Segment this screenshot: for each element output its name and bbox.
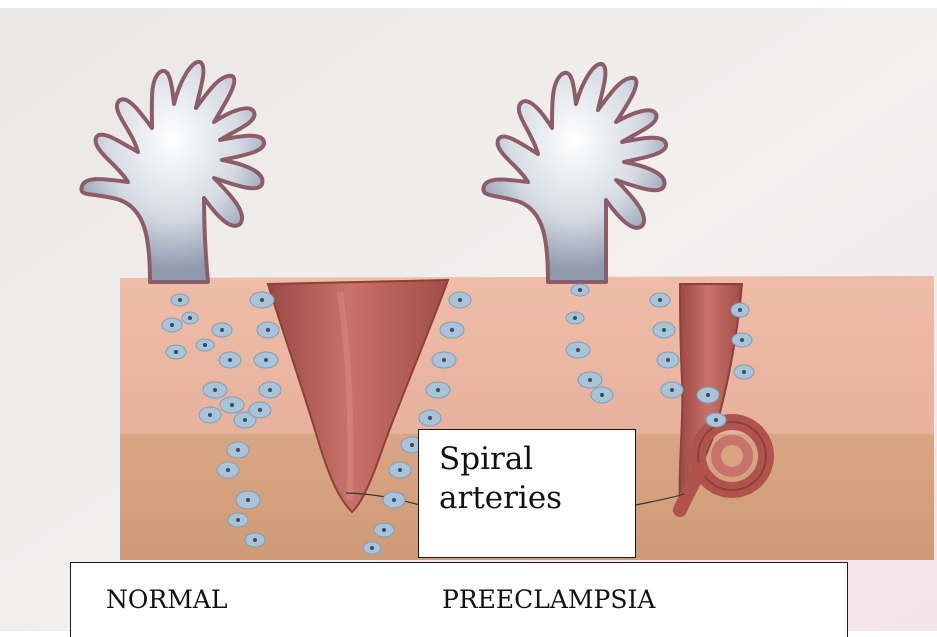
cell-nucleus <box>442 358 446 362</box>
cell-nucleus <box>220 328 224 332</box>
cell-nucleus <box>236 518 240 522</box>
cell-nucleus <box>203 343 207 347</box>
cell-nucleus <box>398 468 402 472</box>
cell-nucleus <box>174 350 178 354</box>
cell-nucleus <box>410 443 414 447</box>
cell-nucleus <box>666 358 670 362</box>
cell-nucleus <box>382 528 386 532</box>
cell-nucleus <box>266 328 270 332</box>
cell-nucleus <box>662 328 666 332</box>
white-border-top <box>0 0 937 8</box>
cell-nucleus <box>213 388 217 392</box>
cell-nucleus <box>246 498 250 502</box>
cell-nucleus <box>208 413 212 417</box>
cell-nucleus <box>188 316 192 320</box>
cell-nucleus <box>226 468 230 472</box>
spiral-arteries-label: Spiral arteries <box>418 429 636 558</box>
cell-nucleus <box>658 298 662 302</box>
cell-nucleus <box>706 393 710 397</box>
cell-nucleus <box>714 418 718 422</box>
cell-nucleus <box>578 288 582 292</box>
cell-nucleus <box>243 418 247 422</box>
cell-nucleus <box>170 323 174 327</box>
cell-nucleus <box>740 338 744 342</box>
cell-nucleus <box>573 316 577 320</box>
cell-nucleus <box>230 403 234 407</box>
cell-nucleus <box>236 448 240 452</box>
cell-nucleus <box>370 546 374 550</box>
cell-nucleus <box>178 298 182 302</box>
caption-normal: NORMAL <box>106 585 227 614</box>
cell-nucleus <box>600 393 604 397</box>
cell-nucleus <box>588 378 592 382</box>
caption-preeclampsia: PREECLAMPSIA <box>442 585 655 614</box>
cell-nucleus <box>392 498 396 502</box>
cell-nucleus <box>268 388 272 392</box>
cell-nucleus <box>742 370 746 374</box>
cell-nucleus <box>738 308 742 312</box>
spiral-label-line1: Spiral <box>439 440 635 479</box>
spiral-label-line2: arteries <box>439 479 635 518</box>
cell-nucleus <box>576 348 580 352</box>
cell-nucleus <box>264 358 268 362</box>
cell-nucleus <box>458 298 462 302</box>
cell-nucleus <box>228 358 232 362</box>
caption-bar: NORMAL PREECLAMPSIA <box>70 562 848 637</box>
cell-nucleus <box>436 388 440 392</box>
cell-nucleus <box>258 408 262 412</box>
cell-nucleus <box>253 538 257 542</box>
cell-nucleus <box>428 416 432 420</box>
cell-nucleus <box>670 388 674 392</box>
cell-nucleus <box>260 298 264 302</box>
cell-nucleus <box>450 328 454 332</box>
